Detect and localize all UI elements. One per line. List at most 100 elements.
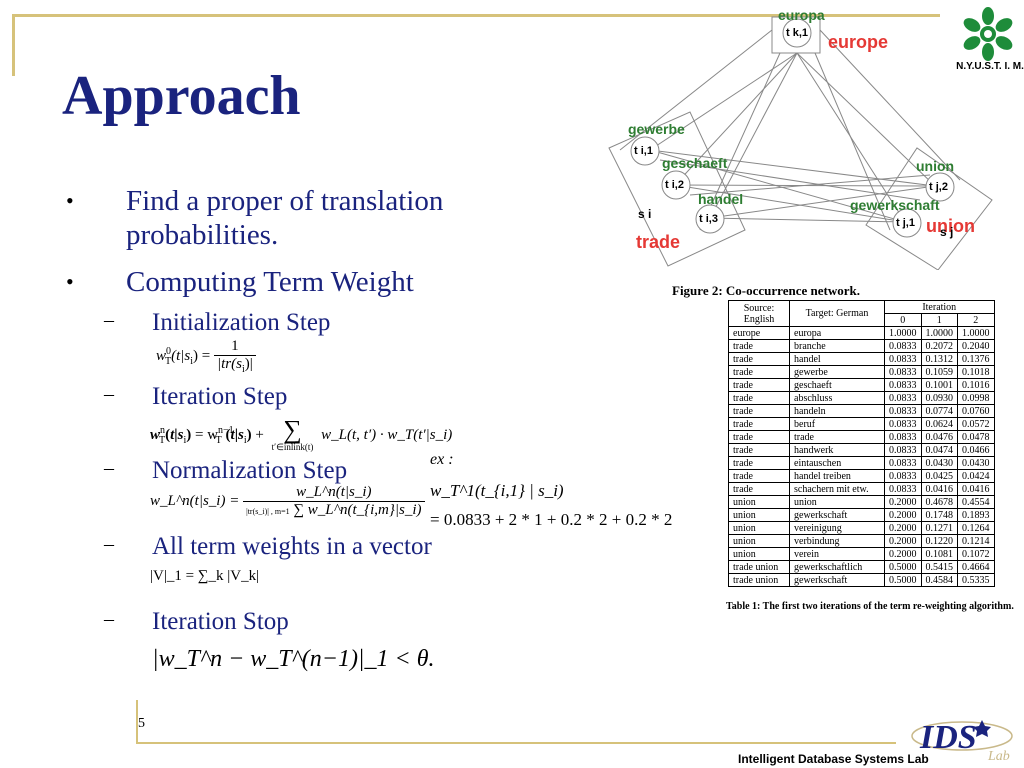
table-cell: 0.0833 bbox=[884, 469, 922, 483]
table-cell: branche bbox=[789, 339, 885, 353]
slide-title: Approach bbox=[62, 65, 301, 127]
table-cell: 0.5000 bbox=[884, 573, 922, 587]
table-cell: 0.1220 bbox=[920, 534, 958, 548]
table-cell: 0.0833 bbox=[884, 378, 922, 392]
table-cell: 0.0476 bbox=[920, 430, 958, 444]
step-stop: – Iteration Stop bbox=[104, 608, 289, 636]
group-box-europe bbox=[771, 16, 821, 54]
step-dash: – bbox=[104, 533, 114, 555]
label-gewerkschaft: gewerkschaft bbox=[850, 197, 940, 213]
table-cell: 0.1376 bbox=[957, 352, 995, 366]
table-cell: 0.2040 bbox=[957, 339, 995, 353]
table-cell: 0.0430 bbox=[957, 456, 995, 470]
table-cell: 0.1016 bbox=[957, 378, 995, 392]
table-cell: union bbox=[728, 495, 790, 509]
table-cell: geschaeft bbox=[789, 378, 885, 392]
table-cell: 0.0416 bbox=[920, 482, 958, 496]
table-cell: 0.1001 bbox=[920, 378, 958, 392]
table-cell: trade bbox=[728, 391, 790, 405]
label-handel: handel bbox=[698, 191, 743, 207]
frame-left-line bbox=[12, 14, 15, 76]
nyust-logo-text: N.Y.U.S.T. I. M. bbox=[956, 61, 1024, 72]
table-cell: 0.0466 bbox=[957, 443, 995, 457]
node-t-i1: t i,1 bbox=[634, 145, 653, 157]
table-cell: gewerbe bbox=[789, 365, 885, 379]
table-cell: 0.0424 bbox=[957, 469, 995, 483]
table-cell: 0.1312 bbox=[920, 352, 958, 366]
bullet-term-weight: • Computing Term Weight bbox=[66, 265, 414, 299]
group-box-union bbox=[865, 147, 993, 270]
table-cell: 0.2000 bbox=[884, 495, 922, 509]
formula-norm-fraction: w_L^n(t|s_i) |tr(s_i)| , m=1 ∑ w_L^n(t_{… bbox=[243, 484, 425, 519]
table-cell: 0.0572 bbox=[957, 417, 995, 431]
table-cell: 0.1081 bbox=[920, 547, 958, 561]
formula-init-arg: (t|s bbox=[171, 347, 191, 364]
formula-init-arg-sub: i bbox=[190, 355, 194, 367]
step-normalization: – Normalization Step bbox=[104, 457, 347, 485]
table-cell: 0.0833 bbox=[884, 443, 922, 457]
table-cell: gewerkschaft bbox=[789, 573, 885, 587]
node-t-i2: t i,2 bbox=[665, 179, 684, 191]
table-cell: trade bbox=[789, 430, 885, 444]
step-vector: – All term weights in a vector bbox=[104, 533, 432, 561]
formula-norm-num: w_L^n(t|s_i) bbox=[243, 484, 425, 502]
group-label-union: union bbox=[926, 216, 975, 236]
table-cell: vereinigung bbox=[789, 521, 885, 535]
table-cell: abschluss bbox=[789, 391, 885, 405]
example-line-1: w_T^1(t_{i,1} | s_i) bbox=[430, 481, 564, 500]
table-cell: 0.5415 bbox=[920, 560, 958, 574]
table-cell: 0.0930 bbox=[920, 391, 958, 405]
formula-iter-eq: = w bbox=[194, 426, 219, 443]
ids-lab-logo-icon: IDS Lab bbox=[911, 719, 1013, 764]
table-cell: beruf bbox=[789, 417, 885, 431]
table-cell: 0.0833 bbox=[884, 482, 922, 496]
group-box-trade bbox=[608, 111, 746, 267]
table-cell: 0.2000 bbox=[884, 534, 922, 548]
formula-norm-den: ∑ w_L^n(t_{i,m}|s_i) bbox=[293, 502, 422, 518]
table-cell: 0.1072 bbox=[957, 547, 995, 561]
table-cell: 0.0474 bbox=[920, 443, 958, 457]
bullet-text: Computing Term Weight bbox=[126, 266, 414, 298]
example-label: ex : bbox=[430, 451, 454, 468]
formula-init-sup: 0 bbox=[166, 345, 172, 357]
table-cell: trade bbox=[728, 456, 790, 470]
table-cell: trade bbox=[728, 404, 790, 418]
table-caption: Table 1: The first two iterations of the… bbox=[726, 601, 1014, 612]
table-cell: 0.0430 bbox=[920, 456, 958, 470]
step-dash: – bbox=[104, 383, 114, 405]
frame-bottom-left-line bbox=[136, 700, 138, 744]
table-header-iter-1: 1 bbox=[920, 313, 958, 327]
bullet-translation: • Find a proper of translation probabili… bbox=[66, 184, 444, 252]
table-cell: 0.0833 bbox=[884, 456, 922, 470]
table-cell: trade bbox=[728, 417, 790, 431]
formula-init: w0T(t|si) = 1 |tr(si)| bbox=[156, 338, 256, 375]
table-cell: 0.0416 bbox=[957, 482, 995, 496]
bullet-text: Find a proper of translation bbox=[126, 185, 444, 217]
table-cell: 0.1018 bbox=[957, 365, 995, 379]
group-label-europe: europe bbox=[828, 32, 888, 52]
formula-sum: ∑t′∈inlink(t) bbox=[271, 415, 314, 453]
formula-iter-plus: + bbox=[255, 426, 264, 443]
formula-init-num: 1 bbox=[214, 338, 256, 356]
table-cell: 0.1059 bbox=[920, 365, 958, 379]
table-cell: 0.1264 bbox=[957, 521, 995, 535]
formula-iter-rhs: w_L(t, t′) · w_T(t′|s_i) bbox=[321, 426, 453, 443]
table-cell: handel treiben bbox=[789, 469, 885, 483]
table-cell: 0.0760 bbox=[957, 404, 995, 418]
table-cell: europa bbox=[789, 326, 885, 340]
nyust-logo-icon bbox=[963, 7, 1013, 61]
step-dash: – bbox=[104, 608, 114, 630]
formula-init-sub: T bbox=[165, 355, 172, 367]
node-t-j2: t j,2 bbox=[929, 181, 948, 193]
ids-logo-lab: Lab bbox=[987, 749, 1010, 764]
